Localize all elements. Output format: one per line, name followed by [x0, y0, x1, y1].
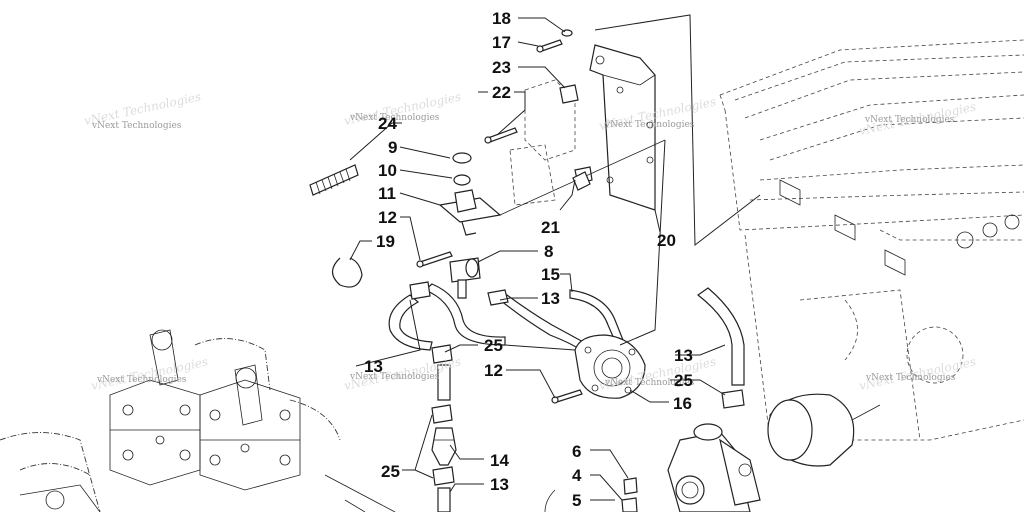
callout-20: 20: [657, 231, 676, 250]
callout-25-b: 25: [674, 371, 693, 390]
callout-9: 9: [388, 138, 397, 157]
svg-text:vNext Technologies: vNext Technologies: [349, 113, 440, 123]
parts-6-4-5: [544, 477, 638, 512]
callout-24: 24: [378, 114, 397, 133]
hose-left: [388, 283, 506, 351]
fuel-pump-16: [574, 139, 666, 399]
screw-12-lower: [551, 389, 583, 404]
screw-12-upper: [416, 251, 453, 268]
engine-block: [0, 329, 396, 512]
callout-18: 18: [492, 9, 511, 28]
washer-10: [453, 174, 471, 186]
svg-text:vNext Technologies: vNext Technologies: [96, 375, 187, 385]
carburetor: [667, 423, 761, 512]
callout-16: 16: [673, 394, 692, 413]
fuel-filter-14: [431, 427, 457, 466]
callout-17: 17: [492, 33, 511, 52]
airbox: [719, 39, 1024, 441]
callout-numbers: 18 17 23 22 24 9 10 11 12 19 21 20 8 15 …: [364, 9, 693, 510]
callout-12-upper: 12: [378, 208, 397, 227]
callout-21: 21: [541, 218, 560, 237]
callout-6: 6: [572, 442, 581, 461]
callout-13-a: 13: [541, 289, 560, 308]
spring-24: [309, 164, 359, 196]
svg-text:vNext Technologies: vNext Technologies: [864, 115, 955, 125]
callout-8: 8: [544, 242, 553, 261]
callout-25-a: 25: [484, 336, 503, 355]
intake-boot: [767, 393, 881, 467]
hose-13-right: [696, 287, 745, 386]
callout-13-b: 13: [364, 357, 383, 376]
washer-9: [452, 152, 472, 164]
svg-text:vNext Technologies: vNext Technologies: [349, 372, 440, 382]
callout-15: 15: [541, 265, 560, 284]
callout-11: 11: [378, 184, 396, 203]
fitting-8: [449, 257, 481, 299]
fitting-21: [572, 171, 591, 191]
tube-13-upper: [437, 364, 451, 401]
bracket-20: [589, 14, 761, 246]
callout-10: 10: [378, 161, 397, 180]
svg-text:vNext Technologies: vNext Technologies: [604, 120, 695, 130]
callout-25-c: 25: [381, 462, 400, 481]
callout-13-c: 13: [674, 346, 693, 365]
clamp-ring-19: [331, 257, 363, 288]
clamp-25-group: [409, 281, 745, 486]
leader-lines: [349, 17, 726, 501]
svg-text:vNext Technologies: vNext Technologies: [865, 373, 956, 383]
callout-14: 14: [490, 451, 509, 470]
callout-5: 5: [572, 491, 581, 510]
callout-12-lower: 12: [484, 361, 503, 380]
svg-text:vNext Technologies: vNext Technologies: [91, 121, 182, 131]
svg-text:vNext Technologies: vNext Technologies: [90, 354, 210, 392]
svg-text:vNext Technologies: vNext Technologies: [604, 378, 695, 388]
callout-4: 4: [572, 466, 582, 485]
tube-13-lower: [437, 487, 451, 512]
callout-23: 23: [492, 58, 511, 77]
screw-22: [484, 127, 518, 144]
callout-22: 22: [492, 83, 511, 102]
screw-17: [536, 29, 573, 53]
callout-19: 19: [376, 232, 395, 251]
callout-13-d: 13: [490, 475, 509, 494]
bracket-11: [438, 189, 502, 236]
watermarks: vNext Technologies vNext Technologies vN…: [83, 89, 978, 392]
